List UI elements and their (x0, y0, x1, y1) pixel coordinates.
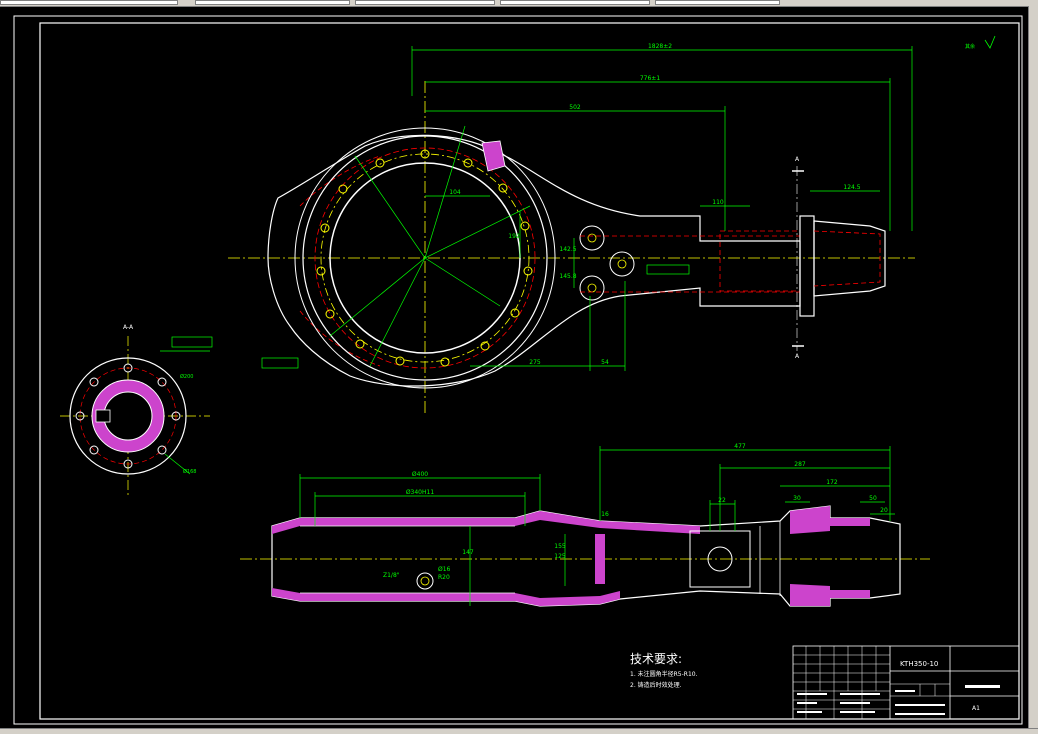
toolbar-field[interactable] (355, 0, 495, 5)
dim-477: 477 (734, 443, 746, 450)
dim-16: 16 (601, 511, 609, 518)
outer-frame (13, 15, 1023, 725)
dim-30: 30 (793, 495, 801, 502)
section-dia-200: Ø200 (180, 373, 193, 380)
dim-776: 776±1 (640, 75, 660, 82)
side-view: 477 287 172 30 50 20 22 16 147 155 125 Ø… (240, 443, 930, 607)
cad-toolbar (0, 0, 1038, 7)
dim-124-5: 124.5 (843, 184, 860, 191)
dim-104: 104 (449, 189, 461, 196)
toolbar-field[interactable] (195, 0, 350, 5)
top-view: A A 1828±2 776±1 502 110 124.5 104 192 2… (228, 43, 915, 416)
dim-145-8: 145.8 (559, 273, 576, 280)
section-label: A-A (123, 324, 134, 331)
dim-20: 20 (880, 507, 888, 514)
roughness-icon (984, 35, 996, 49)
dim-50: 50 (869, 495, 877, 502)
toolbar-field[interactable] (0, 0, 178, 5)
dim-22: 22 (718, 497, 726, 504)
dim-142-5: 142.5 (559, 246, 576, 253)
title-block (792, 645, 1020, 720)
section-view: A-A Ø200 Ø168 (60, 324, 213, 496)
thread-z1-8: Z1/8" (383, 572, 400, 579)
dim-1828: 1828±2 (648, 43, 672, 50)
dim-192: 192 (508, 233, 520, 240)
dim-147: 147 (462, 549, 474, 556)
dia-16: Ø16 (438, 566, 451, 573)
horizontal-scrollbar[interactable] (0, 728, 1038, 734)
dia-340h11: Ø340H11 (406, 489, 435, 496)
tech-note-2: 2. 铸造后时效处理. (630, 682, 682, 689)
tech-note-1: 1. 未注圆角半径R5-R10. (630, 671, 698, 678)
inner-frame (39, 22, 1020, 720)
toolbar-field[interactable] (655, 0, 780, 5)
dim-502: 502 (569, 104, 581, 111)
dim-172: 172 (826, 479, 838, 486)
cut-label-bottom: A (795, 353, 800, 360)
dim-125: 125 (554, 553, 566, 560)
roughness-note: 其余 (965, 43, 975, 50)
drawing-canvas[interactable]: A A 1828±2 776±1 502 110 124.5 104 192 2… (0, 6, 1028, 728)
tech-title: 技术要求: (630, 652, 683, 666)
toolbar-field[interactable] (500, 0, 650, 5)
dim-287: 287 (794, 461, 806, 468)
dia-400: Ø400 (412, 471, 428, 478)
technical-requirements: 技术要求: 1. 未注圆角半径R5-R10. 2. 铸造后时效处理. (630, 650, 698, 689)
dim-54: 54 (601, 359, 609, 366)
dim-275: 275 (529, 359, 541, 366)
cut-label-top: A (795, 156, 800, 163)
dim-110: 110 (712, 199, 724, 206)
sheet-size: A1 (972, 705, 980, 712)
vertical-scrollbar[interactable] (1028, 6, 1038, 728)
dim-155: 155 (554, 543, 566, 550)
part-code: KTH350-10 (900, 660, 938, 668)
radius-20: R20 (438, 574, 450, 581)
section-dia-168: Ø168 (183, 468, 196, 475)
